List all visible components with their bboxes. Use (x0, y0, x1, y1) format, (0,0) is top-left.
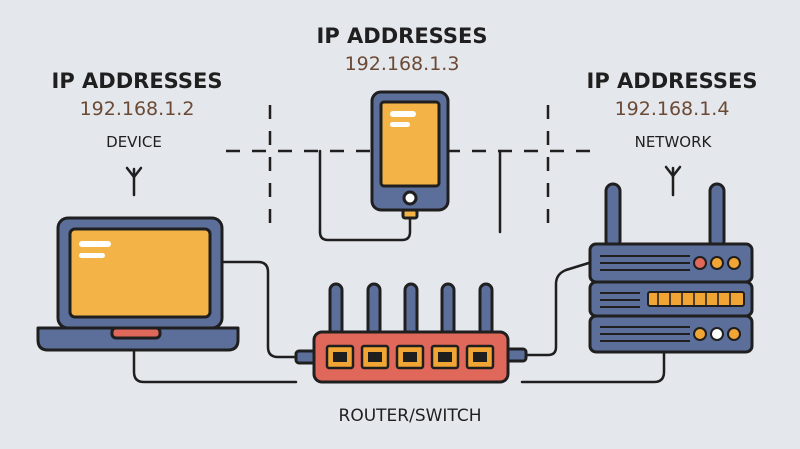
smartphone-icon (370, 90, 450, 220)
label-left: IP ADDRESSES 192.168.1.2 DEVICE (52, 69, 223, 151)
router-label: ROUTER/SWITCH (339, 406, 482, 426)
server-bottom-cable (520, 350, 666, 384)
router-ports (325, 344, 495, 370)
antenna-icon (125, 166, 143, 197)
laptop-bottom-cable (132, 346, 298, 384)
laptop-cable (220, 260, 302, 359)
left-title: IP ADDRESSES (52, 69, 223, 93)
left-ip-address: 192.168.1.2 (80, 98, 195, 120)
laptop-icon (36, 216, 240, 352)
left-sub-label: DEVICE (106, 133, 162, 151)
center-ip-address: 192.168.1.3 (345, 53, 460, 75)
right-title: IP ADDRESSES (587, 69, 758, 93)
router-icon (294, 282, 528, 384)
label-right: IP ADDRESSES 192.168.1.4 NETWORK (587, 69, 758, 151)
server-cable (522, 260, 594, 357)
server-rack-icon (588, 182, 754, 354)
phone-cable (318, 206, 412, 242)
connection-lines (125, 105, 682, 384)
right-ip-address: 192.168.1.4 (615, 98, 730, 120)
label-center: IP ADDRESSES 192.168.1.3 (317, 24, 488, 75)
right-sub-label: NETWORK (635, 133, 713, 151)
antenna-icon (664, 165, 682, 197)
center-title: IP ADDRESSES (317, 24, 488, 48)
